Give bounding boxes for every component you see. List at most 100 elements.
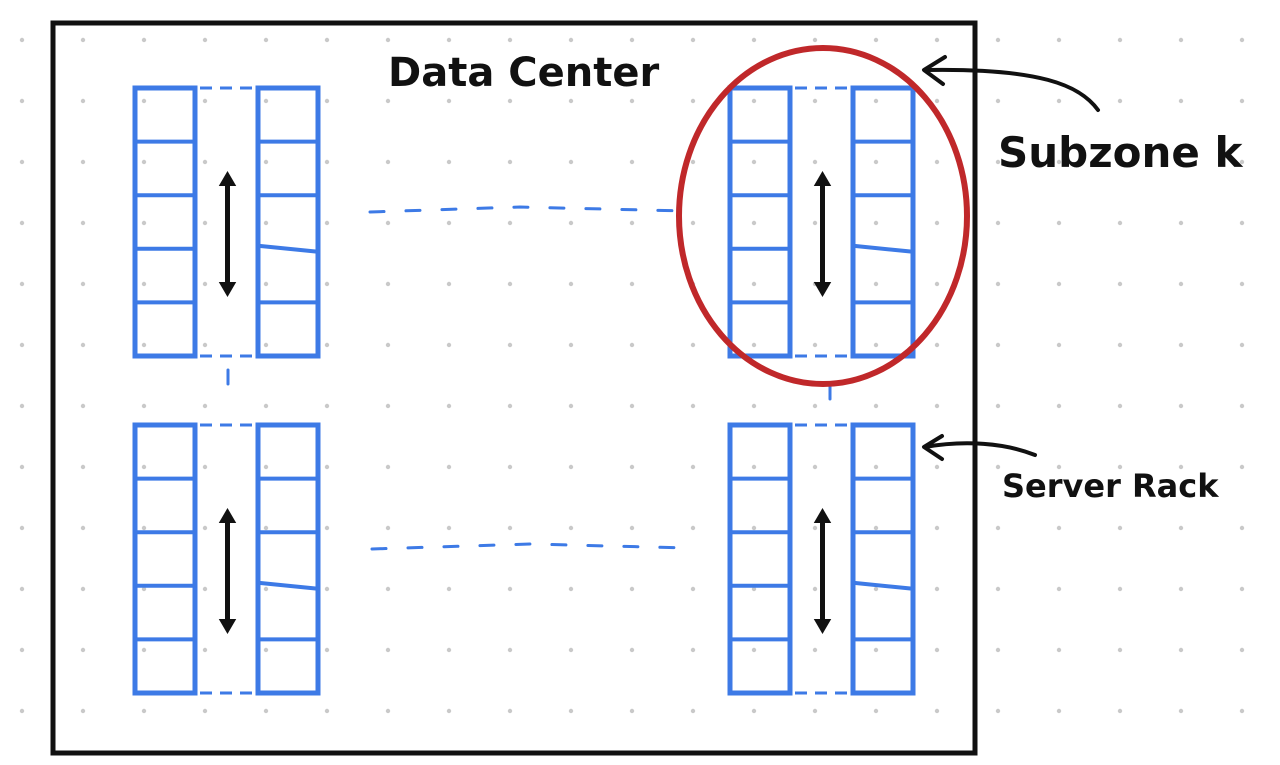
arrow-left-icon: [923, 441, 1037, 457]
server-rack: [727, 85, 793, 359]
grid-dot: [507, 525, 513, 531]
grid-dot: [1056, 98, 1062, 104]
grid-dot: [446, 220, 452, 226]
grid-dot: [629, 220, 635, 226]
grid-dot: [1056, 342, 1062, 348]
grid-dot: [934, 342, 940, 348]
grid-dot: [1117, 342, 1123, 348]
grid-dot: [934, 647, 940, 653]
grid-dot: [507, 586, 513, 592]
grid-dot: [202, 37, 208, 43]
arrow-head-down: [218, 619, 237, 634]
grid-dot: [873, 281, 879, 287]
grid-dot: [1178, 342, 1184, 348]
server-rack: [255, 422, 321, 696]
grid-dot: [19, 159, 25, 165]
server-rack: [132, 85, 198, 359]
arrow-head-up: [813, 171, 832, 186]
grid-dot: [385, 37, 391, 43]
double-arrow-vertical-icon: [813, 171, 832, 297]
dot-grid-background: [19, 37, 1245, 714]
grid-dot: [1178, 98, 1184, 104]
grid-dot: [1117, 220, 1123, 226]
grid-dot: [568, 37, 574, 43]
rack-pairs: [132, 85, 916, 696]
grid-dot: [385, 586, 391, 592]
grid-dot: [385, 403, 391, 409]
server-rack: [850, 85, 916, 359]
grid-dot: [995, 525, 1001, 531]
grid-dot: [202, 708, 208, 714]
grid-dot: [19, 586, 25, 592]
grid-dot: [568, 220, 574, 226]
grid-dot: [751, 98, 757, 104]
grid-dot: [873, 159, 879, 165]
pair-link: [368, 205, 687, 214]
grid-dot: [202, 403, 208, 409]
grid-dot: [446, 281, 452, 287]
grid-dot: [1178, 220, 1184, 226]
grid-dot: [141, 708, 147, 714]
grid-dot: [263, 220, 269, 226]
grid-dot: [263, 525, 269, 531]
grid-dot: [812, 37, 818, 43]
grid-dot: [507, 98, 513, 104]
grid-dot: [507, 37, 513, 43]
grid-dot: [385, 220, 391, 226]
grid-dot: [812, 403, 818, 409]
grid-dot: [1239, 37, 1245, 43]
grid-dot: [751, 647, 757, 653]
grid-dot: [690, 464, 696, 470]
grid-dot: [873, 403, 879, 409]
grid-dot: [1239, 98, 1245, 104]
grid-dot: [751, 464, 757, 470]
grid-dot: [324, 586, 330, 592]
grid-dot: [629, 403, 635, 409]
grid-dot: [873, 220, 879, 226]
grid-dot: [873, 37, 879, 43]
arrow-left-icon-head: [922, 434, 944, 461]
subzone-label: Subzone k: [998, 128, 1244, 177]
grid-dot: [1178, 37, 1184, 43]
rack-frame: [850, 85, 916, 359]
grid-dot: [812, 525, 818, 531]
grid-dot: [995, 37, 1001, 43]
grid-dot: [263, 98, 269, 104]
grid-dot: [690, 342, 696, 348]
grid-dot: [629, 586, 635, 592]
grid-dot: [80, 464, 86, 470]
grid-dot: [202, 586, 208, 592]
grid-dot: [995, 342, 1001, 348]
grid-dot: [141, 525, 147, 531]
grid-dot: [1178, 281, 1184, 287]
rack-unit-divider: [852, 243, 914, 254]
grid-dot: [629, 37, 635, 43]
arrow-head-down: [218, 282, 237, 297]
grid-dot: [446, 464, 452, 470]
grid-dot: [629, 525, 635, 531]
server-rack: [255, 85, 321, 359]
grid-dot: [751, 159, 757, 165]
grid-dot: [80, 98, 86, 104]
grid-dot: [629, 159, 635, 165]
grid-dot: [690, 159, 696, 165]
grid-dot: [19, 403, 25, 409]
grid-dot: [19, 220, 25, 226]
grid-dot: [1117, 464, 1123, 470]
grid-dot: [1239, 220, 1245, 226]
grid-dot: [324, 464, 330, 470]
grid-dot: [507, 403, 513, 409]
grid-dot: [568, 98, 574, 104]
data-center-boundary: [50, 20, 978, 756]
grid-dot: [202, 159, 208, 165]
grid-dot: [19, 342, 25, 348]
rack-frame: [132, 422, 198, 696]
grid-dot: [263, 342, 269, 348]
grid-dot: [1056, 403, 1062, 409]
grid-dot: [995, 281, 1001, 287]
rack-pair: [132, 422, 321, 696]
grid-dot: [1056, 586, 1062, 592]
grid-dot: [1117, 281, 1123, 287]
grid-dot: [19, 37, 25, 43]
grid-dot: [80, 159, 86, 165]
